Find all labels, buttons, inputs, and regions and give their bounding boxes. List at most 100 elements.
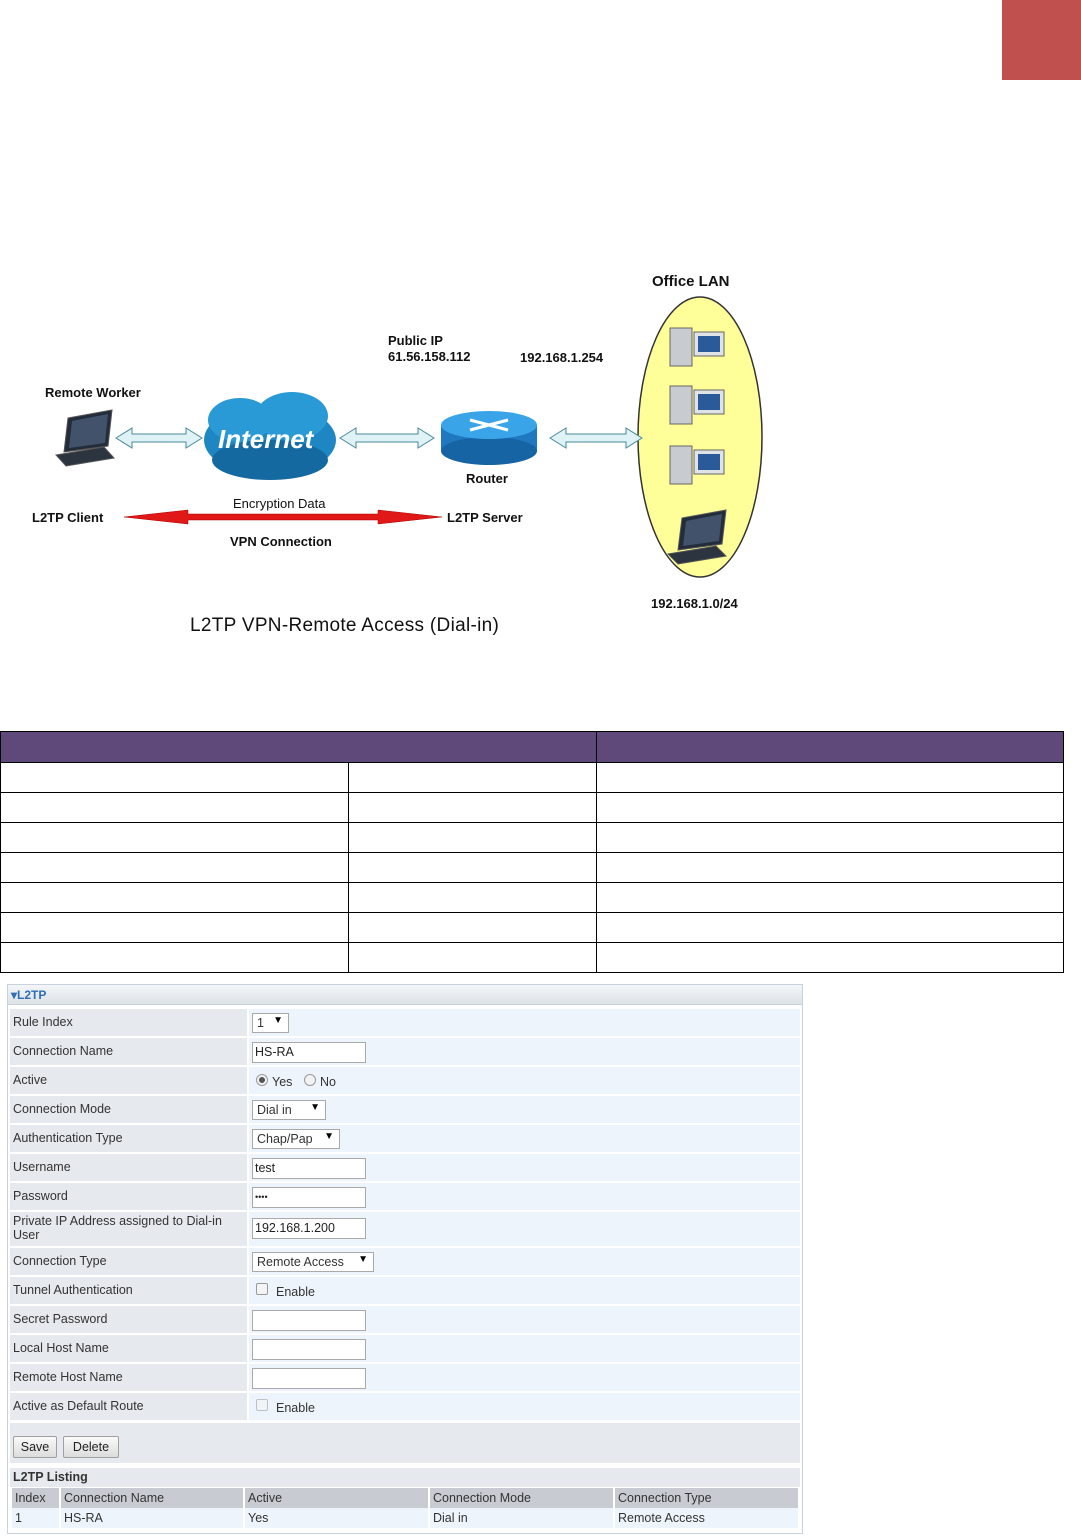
lan-subnet-label: 192.168.1.0/24 — [651, 596, 738, 611]
l2tp-listing-table: Index Connection Name Active Connection … — [10, 1488, 800, 1528]
row-connection-name: Connection Name HS-RA — [10, 1038, 800, 1065]
link-arrow-laptop-internet — [115, 427, 203, 449]
row-username: Username test — [10, 1154, 800, 1181]
active-no-radio[interactable] — [304, 1074, 316, 1086]
row-rule-index: Rule Index 1▼ — [10, 1009, 800, 1036]
connection-mode-select[interactable]: Dial in▼ — [252, 1100, 326, 1120]
dropdown-arrow-icon: ▼ — [273, 1015, 283, 1026]
document-table-row — [0, 882, 1064, 913]
remote-host-label: Remote Host Name — [10, 1364, 247, 1391]
collapse-triangle-icon[interactable]: ▾ — [11, 988, 18, 1002]
connection-name-label: Connection Name — [10, 1038, 247, 1065]
username-label: Username — [10, 1154, 247, 1181]
column-header: Connection Type — [615, 1488, 798, 1508]
document-table — [0, 731, 1064, 973]
panel-header[interactable]: ▾L2TP — [8, 985, 802, 1005]
connection-type-value: Remote Access — [257, 1255, 344, 1269]
auth-type-label: Authentication Type — [10, 1125, 247, 1152]
cell — [348, 762, 597, 793]
auth-type-select[interactable]: Chap/Pap ▼ — [252, 1129, 340, 1149]
listing-title: L2TP Listing — [10, 1468, 800, 1487]
rule-index-value: 1 — [257, 1016, 264, 1030]
document-table-row — [0, 822, 1064, 853]
page-corner-tab — [1002, 0, 1081, 80]
column-header: Connection Mode — [430, 1488, 613, 1508]
cell — [596, 912, 1064, 943]
dropdown-arrow-icon: ▼ — [324, 1131, 334, 1142]
document-table-row — [0, 942, 1064, 973]
row-local-host: Local Host Name — [10, 1335, 800, 1362]
connection-name-input[interactable]: HS-RA — [252, 1042, 366, 1063]
cell — [596, 852, 1064, 883]
delete-button[interactable]: Delete — [63, 1436, 119, 1458]
column-header: Index — [12, 1488, 59, 1508]
row-password: Password •••• — [10, 1183, 800, 1210]
document-table-row — [0, 852, 1064, 883]
lan-computer-1-icon — [669, 327, 725, 367]
table-cell: Remote Access — [615, 1508, 798, 1528]
connection-mode-label: Connection Mode — [10, 1096, 247, 1123]
button-bar: Save Delete — [10, 1423, 800, 1463]
default-route-label: Active as Default Route — [10, 1393, 247, 1420]
private-ip-label: Private IP Address assigned to Dial-in U… — [10, 1212, 247, 1246]
vpn-tunnel-arrow — [123, 509, 443, 525]
default-route-checkbox[interactable] — [256, 1399, 268, 1411]
cell — [0, 912, 349, 943]
password-input[interactable]: •••• — [252, 1187, 366, 1208]
connection-mode-value: Dial in — [257, 1103, 292, 1117]
connection-type-label: Connection Type — [10, 1248, 247, 1275]
rule-index-select[interactable]: 1▼ — [252, 1013, 289, 1033]
private-ip-input[interactable]: 192.168.1.200 — [252, 1218, 366, 1239]
lan-laptop-icon — [666, 509, 728, 565]
l2tp-diagram: Office LAN Public IP 61.56.158.112 192.1… — [0, 260, 800, 660]
table-cell: Yes — [245, 1508, 428, 1528]
table-cell: Dial in — [430, 1508, 613, 1528]
cell — [596, 762, 1064, 793]
row-connection-type: Connection Type Remote Access ▼ — [10, 1248, 800, 1275]
l2tp-server-label: L2TP Server — [447, 510, 523, 525]
lan-computer-2-icon — [669, 385, 725, 425]
cell — [596, 822, 1064, 853]
tunnel-auth-label: Tunnel Authentication — [10, 1277, 247, 1304]
username-input[interactable]: test — [252, 1158, 366, 1179]
password-label: Password — [10, 1183, 247, 1210]
local-host-input[interactable] — [252, 1339, 366, 1360]
column-header: Active — [245, 1488, 428, 1508]
public-ip-label: Public IP — [388, 333, 443, 348]
connection-type-select[interactable]: Remote Access ▼ — [252, 1252, 374, 1272]
dropdown-arrow-icon: ▼ — [358, 1254, 368, 1265]
auth-type-value: Chap/Pap — [257, 1132, 313, 1146]
remote-host-input[interactable] — [252, 1368, 366, 1389]
active-label: Active — [10, 1067, 247, 1094]
tunnel-auth-checkbox[interactable] — [256, 1283, 268, 1295]
document-table-row — [0, 792, 1064, 823]
row-tunnel-auth: Tunnel Authentication Enable — [10, 1277, 800, 1304]
internet-cloud-icon — [204, 392, 336, 480]
cell — [348, 942, 597, 973]
row-auth-type: Authentication Type Chap/Pap ▼ — [10, 1125, 800, 1152]
table-row[interactable]: 1 HS-RA Yes Dial in Remote Access — [12, 1508, 798, 1528]
remote-laptop-icon — [55, 409, 115, 467]
column-header: Connection Name — [61, 1488, 243, 1508]
l2tp-panel: ▾L2TP Rule Index 1▼ Connection Name HS-R… — [7, 984, 803, 1534]
cell — [348, 792, 597, 823]
cell — [348, 912, 597, 943]
active-yes-radio[interactable] — [256, 1074, 268, 1086]
lan-computer-3-icon — [669, 445, 725, 485]
diagram-title: L2TP VPN-Remote Access (Dial-in) — [190, 615, 500, 636]
row-default-route: Active as Default Route Enable — [10, 1393, 800, 1420]
listing-header-row: Index Connection Name Active Connection … — [12, 1488, 798, 1508]
secret-password-input[interactable] — [252, 1310, 366, 1331]
router-icon — [441, 411, 537, 465]
default-route-enable-label: Enable — [276, 1401, 315, 1415]
router-label: Router — [466, 471, 508, 486]
active-no-label: No — [320, 1075, 336, 1089]
table-cell: 1 — [12, 1508, 59, 1528]
remote-worker-label: Remote Worker — [45, 385, 141, 400]
cell — [348, 822, 597, 853]
header-cell — [0, 731, 597, 763]
cell — [0, 942, 349, 973]
l2tp-client-label: L2TP Client — [32, 510, 104, 525]
save-button[interactable]: Save — [13, 1436, 57, 1458]
cell — [0, 882, 349, 913]
